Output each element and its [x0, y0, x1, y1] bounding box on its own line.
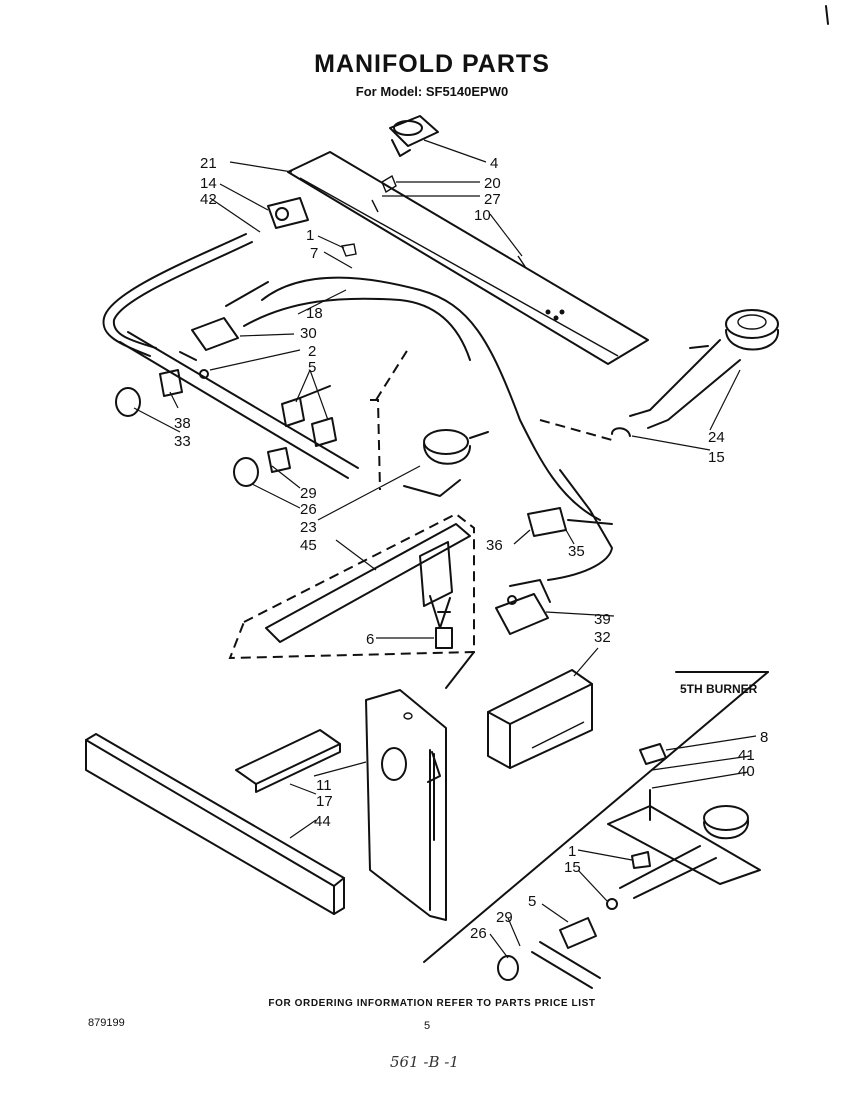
callout-2: 2 — [308, 343, 316, 360]
callout-6: 6 — [366, 631, 374, 648]
orifice-15 — [611, 427, 631, 437]
callout-45: 45 — [300, 537, 317, 554]
callout-15-fifth: 15 — [564, 859, 581, 876]
spark-box — [487, 669, 593, 769]
callout-21: 21 — [200, 155, 217, 172]
callout-leaders — [133, 139, 757, 959]
callout-7: 7 — [310, 245, 318, 262]
callout-38: 38 — [174, 415, 191, 432]
control-knob-rear — [115, 369, 183, 417]
dashed-leader-a — [370, 399, 381, 491]
callout-42: 42 — [200, 191, 217, 208]
manifold-bracket — [287, 151, 649, 365]
model-subtitle: For Model: SF5140EPW0 — [355, 84, 509, 99]
callout-11: 11 — [316, 777, 332, 794]
callout-26: 26 — [300, 501, 317, 518]
control-knob-front — [233, 447, 291, 487]
callout-numbers: 21 14 42 4 20 27 10 1 7 18 30 2 5 38 33 … — [174, 155, 768, 942]
callout-40: 40 — [738, 763, 755, 780]
callout-30: 30 — [300, 325, 317, 342]
heat-shield-panel — [365, 689, 447, 921]
callout-20: 20 — [484, 175, 501, 192]
fifth-burner — [497, 743, 761, 989]
callout-14: 14 — [200, 175, 217, 192]
callout-36: 36 — [486, 537, 503, 554]
gas-tube-7 — [261, 276, 601, 521]
callout-39: 39 — [594, 611, 611, 628]
right-burner — [629, 309, 780, 429]
callout-17: 17 — [316, 793, 333, 810]
callout-5-fifth: 5 — [528, 893, 536, 910]
valve-fitting-36 — [527, 507, 567, 537]
callout-1: 1 — [306, 227, 314, 244]
callout-26-fifth: 26 — [470, 925, 487, 942]
clip-1 — [341, 243, 357, 257]
callout-32: 32 — [594, 629, 611, 646]
dashed-box — [228, 512, 475, 660]
slide-rail — [235, 729, 341, 793]
section-divider — [423, 671, 769, 963]
manifold-panel — [85, 733, 345, 915]
spark-module — [495, 579, 551, 635]
callout-29: 29 — [300, 485, 317, 502]
callout-33: 33 — [174, 433, 191, 450]
burner-valves-front — [281, 385, 337, 447]
burner-valve-rear — [179, 317, 239, 379]
manifold-pipe — [119, 341, 349, 479]
fifth-burner-label: 5TH BURNER — [680, 682, 758, 696]
callout-1-fifth: 1 — [568, 843, 576, 860]
spring-clip — [381, 174, 397, 194]
callout-18: 18 — [306, 305, 323, 322]
callout-29-fifth: 29 — [496, 909, 513, 926]
callout-35: 35 — [568, 543, 585, 560]
clip-10 — [517, 255, 527, 269]
document-code: 879199 — [88, 1017, 125, 1029]
callout-23: 23 — [300, 519, 317, 536]
gas-tube-18 — [243, 297, 471, 361]
gas-tube-right — [547, 469, 613, 581]
page-title: MANIFOLD PARTS — [314, 50, 550, 78]
grommet — [267, 197, 309, 229]
screw-small — [371, 199, 379, 213]
callout-27: 27 — [484, 191, 501, 208]
callout-24: 24 — [708, 429, 725, 446]
callout-41: 41 — [738, 747, 755, 764]
callout-5: 5 — [308, 359, 316, 376]
corner-mark — [825, 5, 829, 25]
handwritten-note: 561 -B -1 — [390, 1053, 459, 1071]
page-number: 5 — [424, 1020, 431, 1032]
ordering-note: FOR ORDERING INFORMATION REFER TO PARTS … — [268, 998, 596, 1009]
callout-4: 4 — [490, 155, 498, 172]
callout-44: 44 — [314, 813, 331, 830]
callout-15: 15 — [708, 449, 725, 466]
front-burner — [403, 429, 489, 497]
orifice-6 — [435, 611, 453, 649]
callout-10: 10 — [474, 207, 491, 224]
top-burner-head — [389, 115, 439, 157]
callout-8: 8 — [760, 729, 768, 746]
support-bracket-45 — [265, 523, 471, 643]
